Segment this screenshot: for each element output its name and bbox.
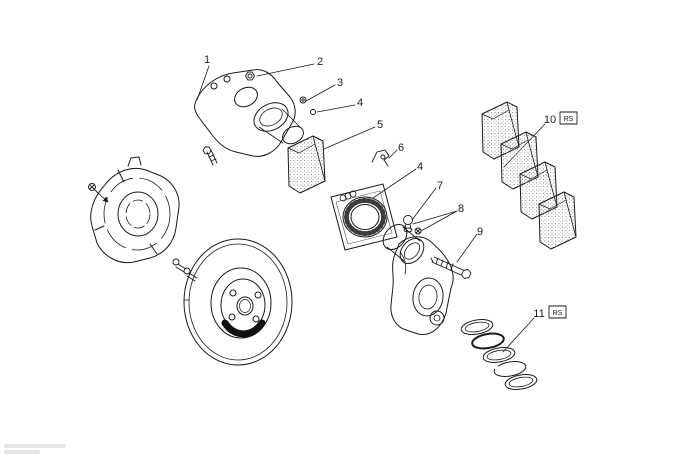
dust-shield <box>90 156 180 264</box>
callout-5: 5 <box>377 119 383 131</box>
badge-label-11: RS <box>553 310 563 317</box>
seal-plate <box>330 183 398 251</box>
callout-4a: 4 <box>357 97 363 109</box>
callout-2: 2 <box>317 56 323 68</box>
leader-lines <box>97 63 546 353</box>
callout-1: 1 <box>204 54 210 66</box>
leader-4b <box>372 168 417 199</box>
callout-10: 10 <box>544 114 556 126</box>
inner-brake-pad <box>287 135 326 194</box>
leader-2 <box>256 63 315 77</box>
watermark-line <box>4 444 66 448</box>
callout-7: 7 <box>437 180 443 192</box>
leader-8a <box>420 210 458 232</box>
leader-8b <box>412 210 458 225</box>
callout-badges: RS RS <box>548 111 578 319</box>
caliper-piston <box>382 223 425 265</box>
callout-11: 11 <box>533 308 544 320</box>
leader-4a <box>316 104 356 113</box>
callout-4b: 4 <box>417 161 423 173</box>
callout-3: 3 <box>337 77 343 89</box>
caliper-housing <box>390 236 454 336</box>
leader-7 <box>411 187 437 221</box>
bleed-screw-and-cap <box>403 215 422 235</box>
seal-ring-kit <box>460 319 538 390</box>
leader-5 <box>323 126 376 150</box>
callout-6: 6 <box>398 142 404 154</box>
leader-9 <box>456 233 478 263</box>
bracket-bolt <box>202 146 218 166</box>
caliper-bracket <box>194 69 304 166</box>
guide-bolt <box>245 71 255 81</box>
shield-screw <box>88 183 100 195</box>
leader-3 <box>305 84 336 102</box>
watermark-line <box>4 450 40 454</box>
callouts: 1 2 3 4 5 6 4 7 8 9 10 11 <box>204 54 556 320</box>
callout-9: 9 <box>477 226 483 238</box>
disc-hub-shadow <box>221 319 266 338</box>
leader-6 <box>388 149 398 159</box>
badge-box-10 <box>559 111 578 125</box>
seal-spring-coil <box>339 190 357 202</box>
badge-box-11 <box>548 305 567 319</box>
caliper-bolt <box>430 256 472 279</box>
leader-11 <box>502 317 535 353</box>
badge-label-10: RS <box>564 116 574 123</box>
brake-disc <box>183 238 293 366</box>
pad-retaining-clip <box>371 149 390 167</box>
callout-8: 8 <box>458 203 464 215</box>
small-fasteners <box>299 96 316 115</box>
watermark <box>4 444 66 456</box>
